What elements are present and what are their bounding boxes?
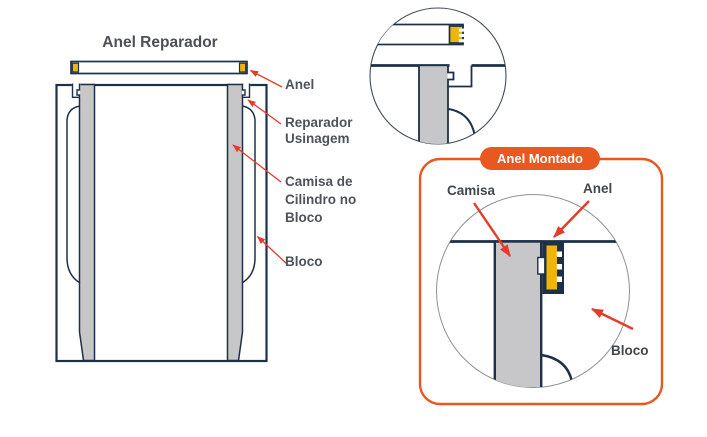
ring-end-left bbox=[71, 62, 80, 73]
detail-groove bbox=[447, 65, 473, 88]
mounted-arrow-anel bbox=[553, 200, 590, 238]
detail-liner bbox=[419, 66, 448, 144]
label-camisa-line1: Camisa de bbox=[285, 174, 353, 189]
detail-ring-bar bbox=[370, 23, 464, 46]
repair-ring-cross-section bbox=[70, 60, 248, 75]
mounted-label-camisa: Camisa bbox=[447, 183, 496, 198]
mounted-label-anel: Anel bbox=[583, 181, 613, 196]
label-anel: Anel bbox=[285, 77, 315, 92]
callout-arrows-left bbox=[232, 69, 288, 265]
mounted-panel bbox=[418, 157, 664, 406]
mounted-arrow-camisa bbox=[473, 202, 511, 257]
detail-circle-ring-seat bbox=[369, 7, 507, 145]
label-reparador-line2: Usinagem bbox=[285, 131, 350, 146]
label-camisa-line2: Cilindro no bbox=[285, 192, 357, 207]
ring-end-right bbox=[238, 62, 247, 73]
label-bloco: Bloco bbox=[285, 254, 323, 269]
arrow-camisa-cilindro bbox=[232, 144, 282, 183]
water-jacket-right bbox=[241, 105, 256, 284]
label-camisa-cilindro-bloco: Camisa de Cilindro no Bloco bbox=[285, 173, 356, 227]
engine-block-cross-section bbox=[55, 83, 268, 363]
cylinder-liner-right bbox=[226, 83, 244, 362]
mounted-badge: Anel Montado bbox=[480, 147, 600, 170]
mounted-liner bbox=[493, 240, 543, 388]
water-jacket-left bbox=[66, 105, 81, 284]
machined-groove-left bbox=[71, 83, 81, 98]
machined-groove-right bbox=[241, 83, 251, 98]
callout-arrows-mounted bbox=[473, 200, 634, 331]
arrow-anel bbox=[249, 69, 283, 88]
cylinder-liner-left bbox=[78, 83, 96, 362]
mounted-arrow-bloco bbox=[590, 307, 634, 331]
label-reparador-line1: Reparador bbox=[285, 115, 353, 130]
arrow-bloco bbox=[256, 235, 288, 265]
mounted-label-bloco: Bloco bbox=[611, 343, 649, 358]
detail-ring-serration bbox=[458, 28, 465, 43]
label-reparador-usinagem: Reparador Usinagem bbox=[285, 115, 353, 147]
diagram-title: Anel Reparador bbox=[102, 34, 218, 51]
mounted-ring bbox=[542, 240, 564, 294]
mounted-liner-slot bbox=[537, 256, 546, 275]
label-camisa-line3: Bloco bbox=[285, 210, 323, 225]
arrow-reparador-usinagem bbox=[247, 99, 282, 125]
